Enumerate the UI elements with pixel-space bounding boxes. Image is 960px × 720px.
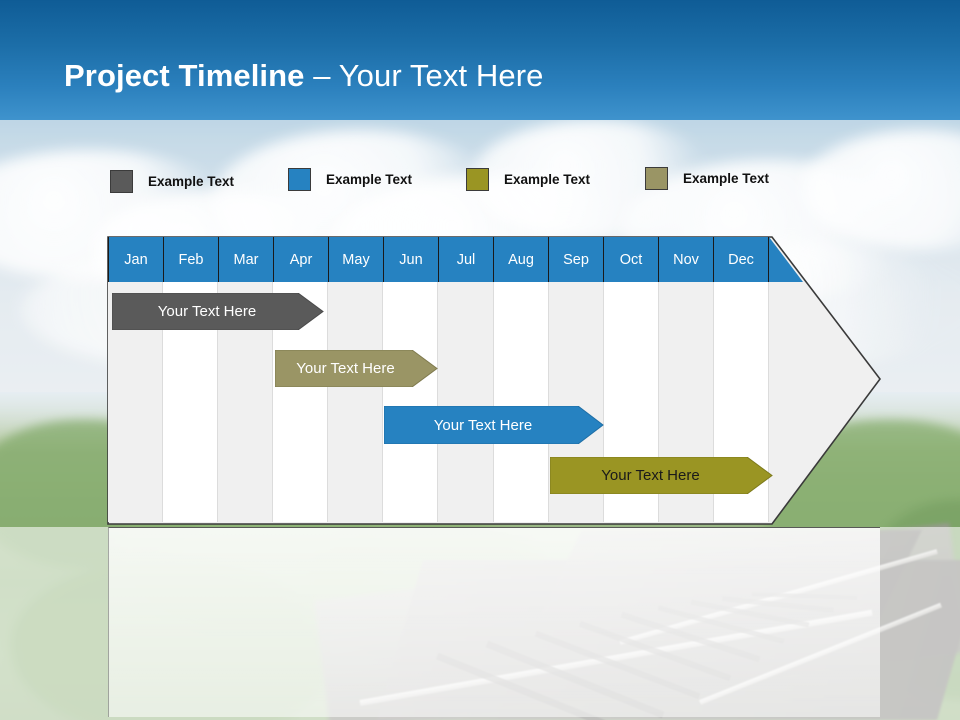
month-cell-may[interactable]: May <box>329 237 384 282</box>
page-title-separator: – <box>304 58 339 93</box>
month-cell-jun[interactable]: Jun <box>384 237 439 282</box>
task-bar-3[interactable]: Your Text Here <box>384 406 604 444</box>
legend-label-4: Example Text <box>683 171 770 186</box>
page-title-bold: Project Timeline <box>64 58 305 93</box>
column-band-may <box>328 282 384 522</box>
legend-swatch-olive-icon <box>466 168 489 191</box>
task-bar-1[interactable]: Your Text Here <box>112 293 324 330</box>
legend-swatch-khaki-icon <box>645 167 668 190</box>
month-cell-dec[interactable]: Dec <box>714 237 769 282</box>
legend-item-3[interactable]: Example Text <box>466 168 590 191</box>
month-header-row: Jan Feb Mar Apr May Jun Jul Aug Sep Oct … <box>108 237 769 282</box>
month-header-arrow-nub <box>769 237 805 288</box>
column-band-jun <box>383 282 439 522</box>
legend-swatch-blue-icon <box>288 168 311 191</box>
month-cell-feb[interactable]: Feb <box>164 237 219 282</box>
month-cell-apr[interactable]: Apr <box>274 237 329 282</box>
legend-item-4[interactable]: Example Text <box>645 167 769 190</box>
page-title-light: Your Text Here <box>338 58 544 93</box>
legend-label-2: Example Text <box>326 172 413 187</box>
legend-label-3: Example Text <box>504 172 591 187</box>
month-cell-jan[interactable]: Jan <box>108 237 164 282</box>
column-band-jul <box>438 282 494 522</box>
month-cell-nov[interactable]: Nov <box>659 237 714 282</box>
title-band <box>0 0 960 120</box>
column-band-aug <box>493 282 549 522</box>
legend: Example Text Example Text Example Text E… <box>0 167 960 198</box>
month-cell-mar[interactable]: Mar <box>219 237 274 282</box>
legend-swatch-gray-icon <box>110 170 133 193</box>
page-title: Project Timeline – Your Text Here <box>64 58 543 94</box>
lower-shadow-box <box>108 527 880 717</box>
task-bar-4[interactable]: Your Text Here <box>550 457 773 494</box>
task-bar-2[interactable]: Your Text Here <box>275 350 438 387</box>
legend-item-1[interactable]: Example Text <box>110 170 234 193</box>
month-cell-oct[interactable]: Oct <box>604 237 659 282</box>
month-cell-aug[interactable]: Aug <box>494 237 549 282</box>
legend-item-2[interactable]: Example Text <box>288 168 412 191</box>
month-cell-sep[interactable]: Sep <box>549 237 604 282</box>
month-cell-jul[interactable]: Jul <box>439 237 494 282</box>
legend-label-1: Example Text <box>148 174 235 189</box>
